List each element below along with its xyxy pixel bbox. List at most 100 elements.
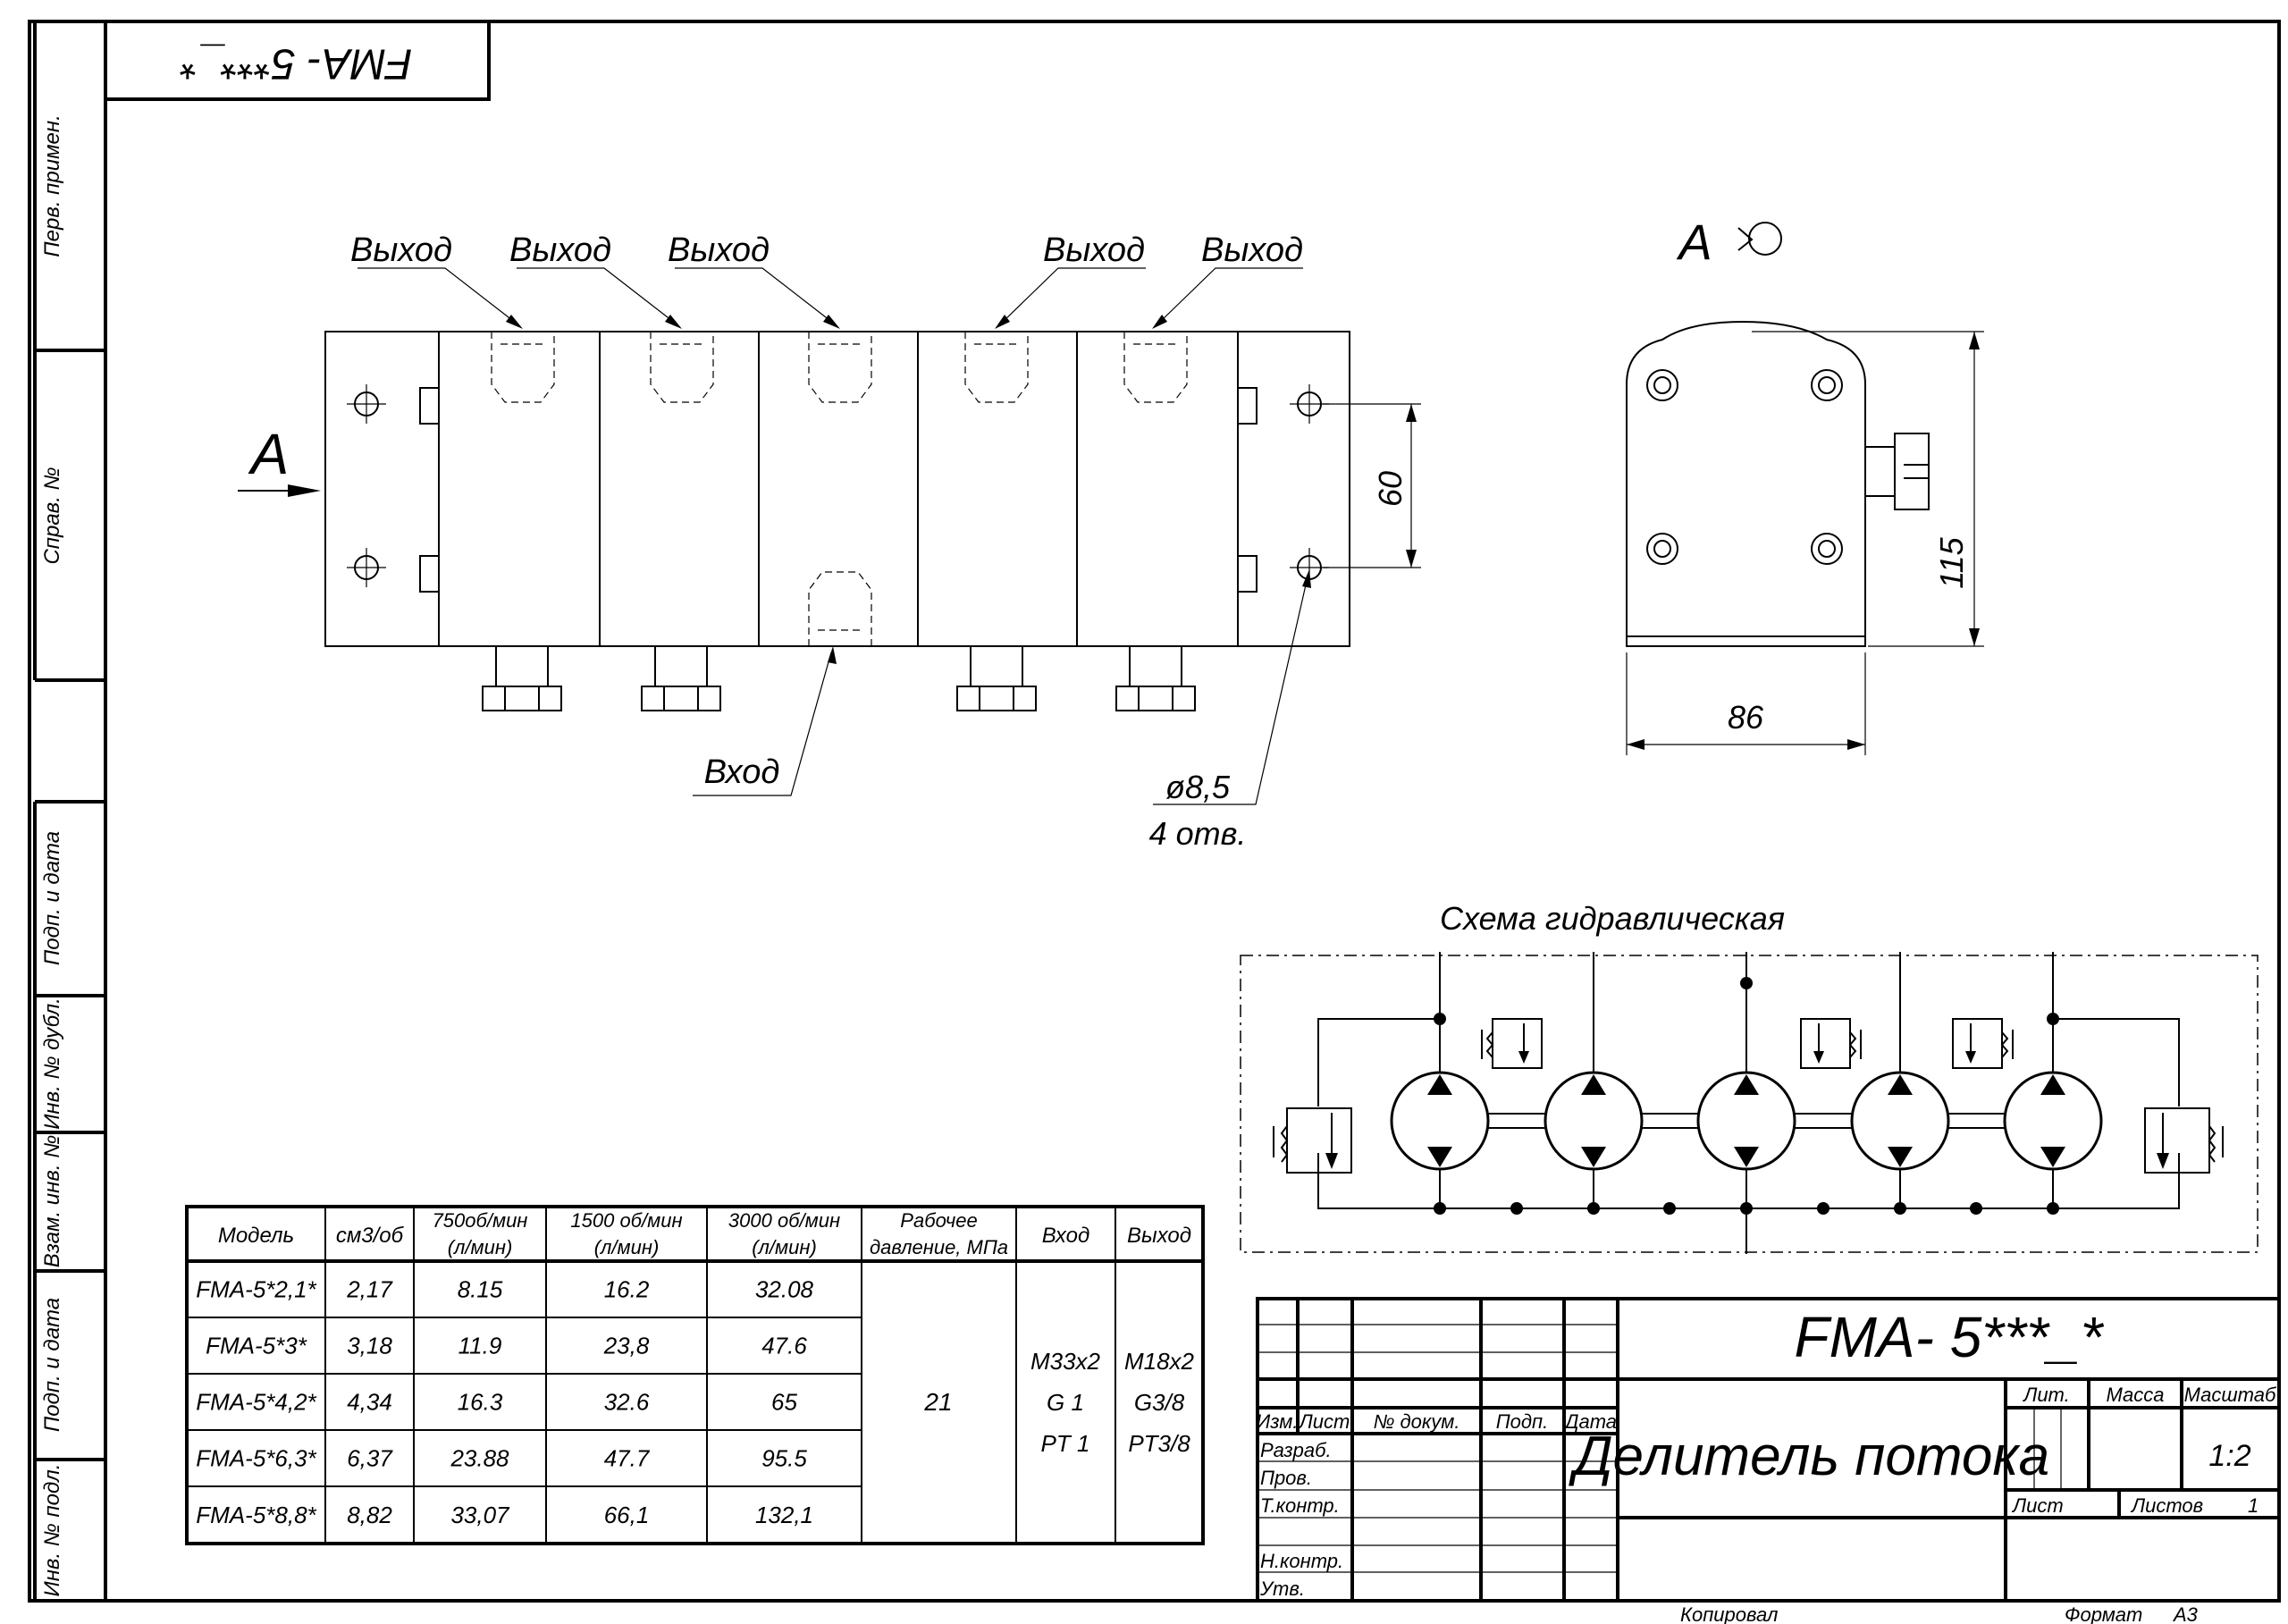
table-cell: 11.9	[458, 1333, 502, 1359]
side-view: A 115 86	[1626, 214, 1984, 755]
mounting-hole-icon	[1646, 369, 1678, 401]
table-cell: 8.15	[458, 1276, 503, 1303]
table-header: 3000 об/мин	[728, 1209, 840, 1232]
table-header: Вход	[1042, 1224, 1090, 1248]
table-header: см3/об	[336, 1224, 405, 1248]
table-cell: 33,07	[450, 1502, 510, 1528]
designation: FMA- 5***_*	[1795, 1305, 2105, 1369]
mass-label: Масса	[2106, 1384, 2164, 1406]
junction-dot	[1663, 1202, 1676, 1215]
table-cell: 47.7	[604, 1445, 651, 1472]
hole-count: 4 отв.	[1149, 815, 1247, 852]
col-header: Лист	[1298, 1410, 1350, 1433]
inlet-thread: PT 1	[1041, 1430, 1090, 1457]
mirrored-designation: FMA- 5***_*	[180, 39, 412, 87]
junction-dot	[1970, 1202, 1982, 1215]
inlet-label: Вход	[704, 753, 780, 791]
view-arrow-label: A	[248, 422, 290, 486]
outlet-thread: PT3/8	[1128, 1430, 1190, 1457]
format-label: Формат	[2065, 1603, 2142, 1624]
col-header: Изм.	[1257, 1410, 1299, 1433]
junction-dot	[1434, 1202, 1446, 1215]
role-label: Т.контр.	[1260, 1494, 1340, 1517]
view-label: A	[1676, 214, 1712, 270]
table-cell: 2,17	[346, 1276, 393, 1303]
junction-dot	[2047, 1013, 2059, 1025]
outlet-leaders	[358, 267, 1303, 329]
col-header: Подп.	[1496, 1410, 1549, 1433]
pump-motor-icon	[2003, 1071, 2103, 1171]
dim-115: 115	[1933, 536, 1970, 588]
col-header: № докум.	[1374, 1410, 1460, 1433]
table-header: давление, МПа	[870, 1236, 1008, 1258]
dim-86: 86	[1728, 699, 1764, 736]
front-view: A Выход Выход Выход Выход Выход Вход 60 …	[238, 231, 1421, 852]
role-label: Утв.	[1259, 1578, 1305, 1600]
pump-motor-icon	[1850, 1071, 1950, 1171]
table-header: (л/мин)	[752, 1236, 817, 1258]
outlet-port-hidden	[491, 332, 1188, 646]
junction-dot	[2047, 1202, 2059, 1215]
bottom-fittings	[482, 646, 1196, 711]
rotation-icon	[1737, 222, 1782, 256]
pump-motor-icon	[1390, 1071, 1490, 1171]
lit-label: Лит.	[2022, 1384, 2070, 1406]
mounting-hole-icon	[1646, 533, 1678, 565]
inlet-thread: G 1	[1047, 1389, 1084, 1416]
sheets-label: Листов	[2130, 1494, 2203, 1517]
outlet-label: Выход	[668, 231, 770, 269]
strip-label: Инв. № подл.	[40, 1464, 64, 1597]
mounting-hole-icon	[1811, 533, 1843, 565]
table-cell: 95.5	[761, 1445, 807, 1472]
scale-label: Масштаб	[2184, 1384, 2277, 1406]
relief-valve-icon	[2144, 1107, 2224, 1174]
table-cell: 6,37	[347, 1445, 393, 1472]
table-cell: 32.6	[604, 1389, 650, 1416]
table-cell: 132,1	[755, 1502, 813, 1528]
junction-dot	[1817, 1202, 1830, 1215]
table-header: Выход	[1127, 1224, 1191, 1248]
strip-label: Перв. примен.	[40, 114, 64, 257]
table-cell: 16.2	[604, 1276, 650, 1303]
format-value: A3	[2172, 1603, 2199, 1624]
table-cell: 32.08	[755, 1276, 814, 1303]
mirrored-stamp: FMA- 5***_*	[105, 21, 491, 101]
role-label: Н.контр.	[1260, 1550, 1343, 1572]
mounting-hole-icon	[347, 548, 386, 587]
junction-dot	[1587, 1202, 1600, 1215]
table-cell: FMA-5*4,2*	[196, 1389, 316, 1416]
outlet-thread: M18x2	[1124, 1348, 1195, 1375]
relief-valve-icon	[1273, 1107, 1352, 1174]
mounting-hole-icon	[1811, 369, 1843, 401]
hydraulic-schema: Схема гидравлическая	[1240, 900, 2259, 1254]
table-cell: 8,82	[347, 1502, 392, 1528]
table-cell: 3,18	[347, 1333, 392, 1359]
scale-value: 1:2	[2208, 1439, 2250, 1473]
outlet-label: Выход	[509, 231, 611, 269]
junction-dot	[1510, 1202, 1523, 1215]
side-strip: Перв. примен. Справ. № Подп. и дата Инв.…	[33, 21, 105, 1601]
strip-label: Подп. и дата	[40, 831, 64, 965]
junction-dot	[1434, 1013, 1446, 1025]
copied-label: Копировал	[1680, 1603, 1778, 1624]
mounting-hole-icon	[347, 384, 386, 424]
relief-valve-icon	[1800, 1018, 1862, 1069]
junction-dot	[1740, 977, 1753, 989]
table-cell: 65	[771, 1389, 797, 1416]
hole-diameter: ø8,5	[1165, 769, 1231, 805]
strip-label: Справ. №	[40, 467, 64, 564]
dim-60: 60	[1372, 471, 1409, 507]
table-cell: 4,34	[347, 1389, 392, 1416]
arrow-right-icon	[288, 484, 321, 497]
table-cell: FMA-5*8,8*	[196, 1502, 316, 1528]
col-header: Дата	[1562, 1410, 1617, 1433]
outlet-label: Выход	[350, 231, 452, 269]
table-cell: 23.88	[450, 1445, 509, 1472]
outlet-label: Выход	[1201, 231, 1303, 269]
role-label: Пров.	[1260, 1467, 1312, 1489]
strip-label: Инв. № дубл.	[40, 997, 64, 1130]
title-block: FMA- 5***_* Делитель потока Изм. Лист № …	[1256, 1297, 2279, 1624]
table-header: (л/мин)	[448, 1236, 513, 1258]
